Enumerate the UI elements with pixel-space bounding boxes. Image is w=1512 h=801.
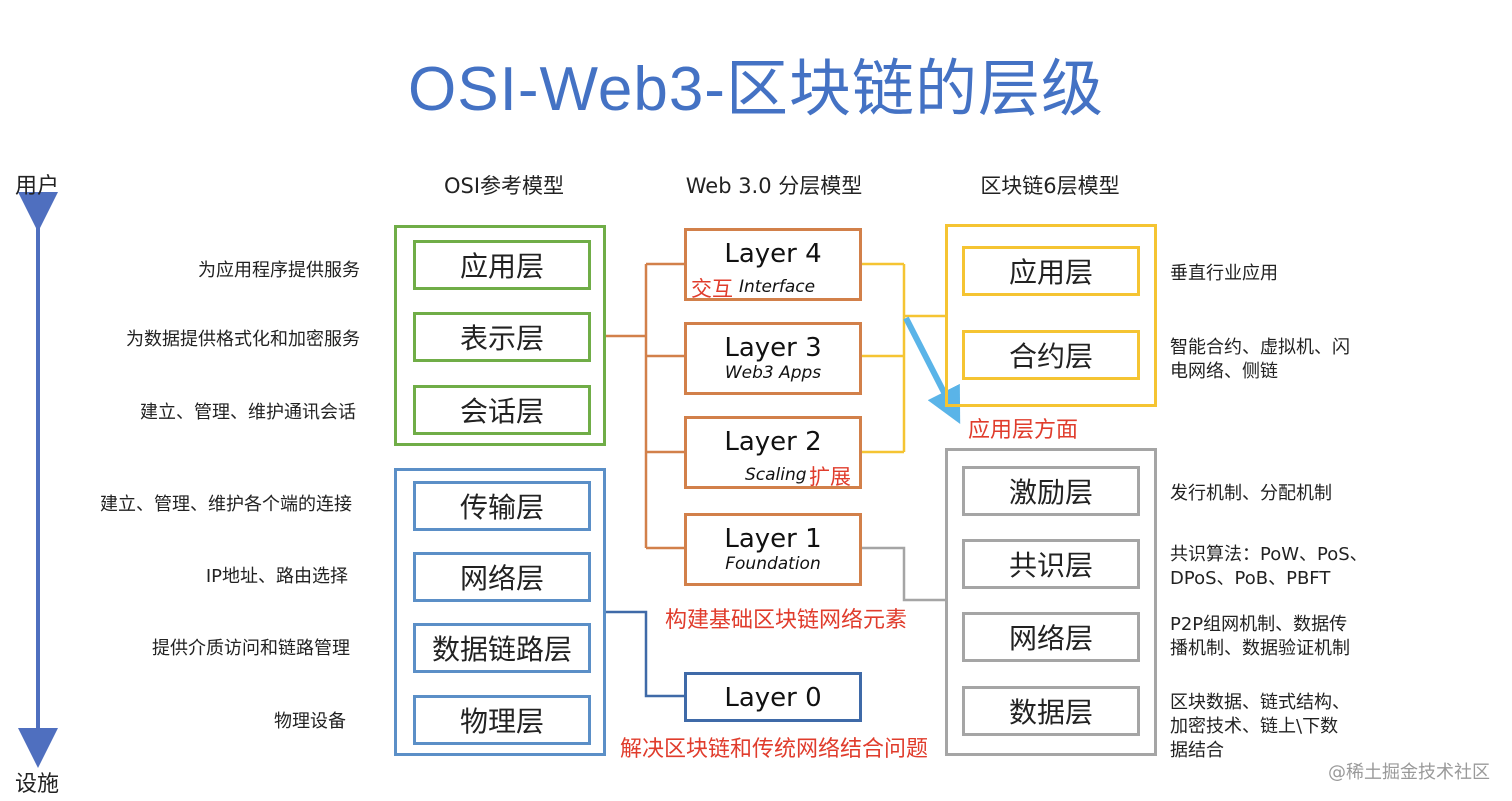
blockchain-desc-consensus: 共识算法：PoW、PoS、 DPoS、PoB、PBFT	[1170, 543, 1368, 591]
osi-upper-connector	[606, 262, 686, 550]
desc-line: 电网络、侧链	[1170, 361, 1278, 382]
desc-line: 播机制、数据验证机制	[1170, 638, 1350, 659]
axis-top-label: 用户	[15, 174, 60, 199]
web3-layer-4-tag: 交互	[691, 277, 733, 301]
blockchain-application-layer: 应用层	[962, 246, 1140, 296]
osi-desc: 提供介质访问和链路管理	[152, 638, 350, 659]
blockchain-desc-incentive: 发行机制、分配机制	[1170, 483, 1332, 504]
blockchain-base-group	[945, 448, 1157, 756]
desc-line: 智能合约、虚拟机、闪	[1170, 337, 1350, 358]
app-aspect-note: 应用层方面	[968, 418, 1079, 443]
web3-layer-3: Layer 3 Web3 Apps	[684, 322, 862, 395]
osi-desc: 为数据提供格式化和加密服务	[126, 329, 360, 350]
web3-layer-4-sub: Interface	[739, 277, 816, 297]
osi-application-layer: 应用层	[413, 240, 591, 290]
osi-desc: IP地址、路由选择	[205, 566, 348, 587]
web3-layer-2-tag: 扩展	[809, 465, 851, 489]
blockchain-data-layer: 数据层	[962, 686, 1140, 736]
osi-lower-connector	[606, 610, 686, 698]
page-title: OSI-Web3-区块链的层级	[408, 55, 1104, 124]
web3-upper-connector	[862, 262, 946, 454]
osi-presentation-layer: 表示层	[413, 312, 591, 362]
osi-desc: 建立、管理、维护各个端的连接	[100, 494, 352, 515]
osi-transport-layer: 传输层	[413, 481, 591, 531]
web3-layer-4-name: Layer 4	[724, 239, 822, 269]
blockchain-contract-layer: 合约层	[962, 330, 1140, 380]
web3-column-heading: Web 3.0 分层模型	[685, 174, 863, 198]
desc-line: 据结合	[1170, 740, 1224, 761]
web3-layer-4: Layer 4 交互 Interface	[684, 228, 862, 301]
blockchain-desc-contract: 智能合约、虚拟机、闪 电网络、侧链	[1170, 336, 1350, 384]
osi-desc: 物理设备	[274, 711, 346, 732]
blockchain-app-group	[945, 224, 1157, 407]
osi-network-layer: 网络层	[413, 552, 591, 602]
osi-column-heading: OSI参考模型	[443, 174, 565, 198]
web3-layer-2-name: Layer 2	[724, 427, 822, 457]
watermark: @稀土掘金技术社区	[1328, 762, 1490, 783]
osi-lower-group	[394, 468, 606, 756]
osi-desc: 为应用程序提供服务	[198, 260, 360, 281]
desc-line: P2P组网机制、数据传	[1170, 614, 1348, 635]
blockchain-desc-data: 区块数据、链式结构、 加密技术、链上\下数 据结合	[1170, 691, 1350, 763]
web3-layer-3-name: Layer 3	[724, 333, 822, 363]
app-aspect-arrow	[903, 316, 961, 425]
web3-layer-1-sub: Foundation	[725, 554, 821, 574]
desc-line: 共识算法：PoW、PoS、	[1170, 544, 1368, 565]
web3-layer-0-name: Layer 0	[724, 683, 822, 713]
web3-lower-connector	[862, 546, 946, 602]
osi-desc: 建立、管理、维护通讯会话	[140, 402, 356, 423]
blockchain-consensus-layer: 共识层	[962, 539, 1140, 589]
osi-session-layer: 会话层	[413, 385, 591, 435]
blockchain-desc-network: P2P组网机制、数据传 播机制、数据验证机制	[1170, 613, 1350, 661]
blockchain-column-heading: 区块链6层模型	[980, 174, 1120, 198]
web3-layer-0: Layer 0	[684, 672, 862, 722]
web3-layer-1: Layer 1 Foundation	[684, 513, 862, 586]
osi-datalink-layer: 数据链路层	[413, 623, 591, 673]
layer1-note: 构建基础区块链网络元素	[665, 608, 908, 633]
desc-line: DPoS、PoB、PBFT	[1170, 568, 1331, 589]
web3-layer-2-sub: Scaling	[745, 465, 807, 485]
web3-layer-1-name: Layer 1	[724, 524, 822, 554]
blockchain-desc-app: 垂直行业应用	[1170, 263, 1278, 284]
desc-line: 加密技术、链上\下数	[1170, 716, 1339, 737]
web3-layer-3-sub: Web3 Apps	[724, 363, 822, 383]
desc-line: 区块数据、链式结构、	[1170, 692, 1350, 713]
osi-upper-group	[394, 225, 606, 446]
layer0-note: 解决区块链和传统网络结合问题	[620, 737, 929, 762]
blockchain-incentive-layer: 激励层	[962, 466, 1140, 516]
osi-physical-layer: 物理层	[413, 695, 591, 745]
axis-bottom-label: 设施	[15, 772, 60, 797]
web3-layer-2: Layer 2 Scaling 扩展	[684, 416, 862, 489]
blockchain-network-layer: 网络层	[962, 612, 1140, 662]
